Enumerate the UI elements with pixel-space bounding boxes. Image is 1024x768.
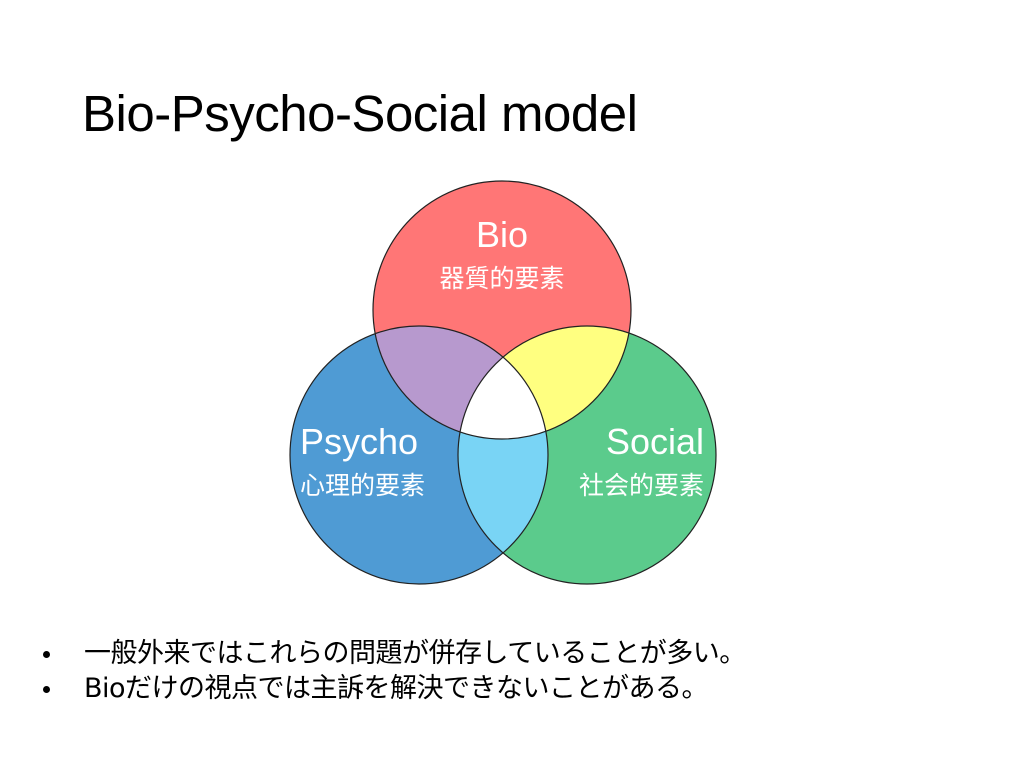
bullet-list: 一般外来ではこれらの問題が併存していることが多い。 Bioだけの視点では主訴を解… xyxy=(40,636,746,706)
venn-label-psycho: Psycho xyxy=(300,421,418,462)
venn-sublabel-bio: 器質的要素 xyxy=(439,264,564,293)
slide-title: Bio-Psycho-Social model xyxy=(82,85,638,142)
bullet-dot-icon xyxy=(43,686,50,693)
venn-overlap-all xyxy=(458,326,548,439)
bullet-text: Bioだけの視点では主訴を解決できないことがある。 xyxy=(84,673,709,704)
bullet-item: 一般外来ではこれらの問題が併存していることが多い。 xyxy=(40,636,746,671)
bullet-dot-icon xyxy=(43,651,50,658)
bullet-item: Bioだけの視点では主訴を解決できないことがある。 xyxy=(40,671,746,706)
venn-label-bio: Bio xyxy=(476,214,528,255)
venn-sublabel-psycho: 心理的要素 xyxy=(300,471,425,500)
venn-sublabel-social: 社会的要素 xyxy=(579,471,704,500)
venn-label-social: Social xyxy=(606,421,704,462)
bullet-text: 一般外来ではこれらの問題が併存していることが多い。 xyxy=(84,638,746,669)
